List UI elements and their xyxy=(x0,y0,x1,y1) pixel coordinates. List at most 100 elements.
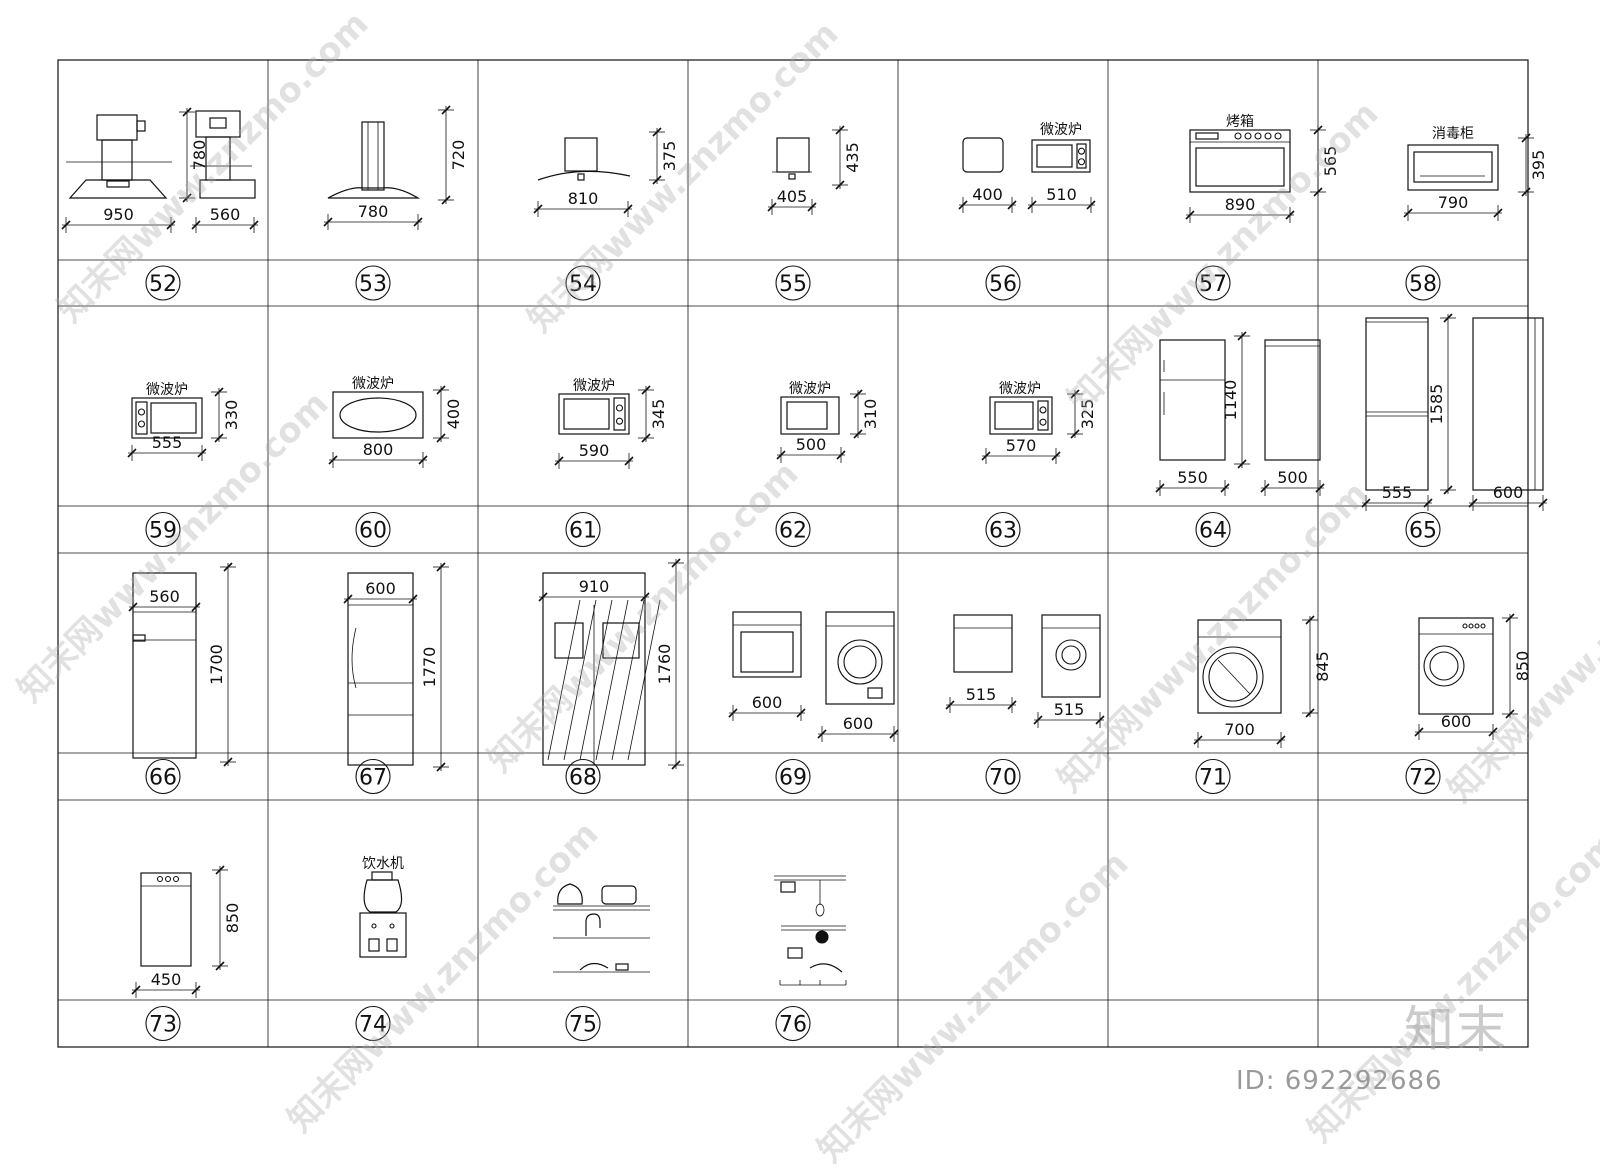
dimension-tick xyxy=(1237,459,1247,469)
knob-icon xyxy=(172,875,180,883)
appliance-number: 58 xyxy=(1409,272,1437,297)
pot-icon xyxy=(601,885,637,905)
hood-motor xyxy=(96,114,138,141)
appliance-number: 74 xyxy=(359,1013,387,1038)
dimension-tick xyxy=(223,757,233,767)
dimension-tick xyxy=(131,985,141,995)
dimension-tick xyxy=(215,961,225,971)
dimension-tick xyxy=(436,385,446,395)
water-dispenser xyxy=(554,622,584,659)
knob-icon xyxy=(156,875,164,883)
knob-icon xyxy=(1474,623,1480,629)
washer-drum xyxy=(1423,645,1465,687)
dimension-tick xyxy=(1185,210,1195,220)
appliance-number-55: 55 xyxy=(775,265,811,301)
dimension-tick xyxy=(1423,498,1433,508)
wok-icon xyxy=(809,963,843,973)
dimension-label: 435 xyxy=(843,142,862,173)
cabinet-body xyxy=(1407,144,1499,191)
hood-chimney xyxy=(361,121,385,191)
dimension-tick xyxy=(835,180,845,190)
hood-motor xyxy=(136,120,146,132)
appliance-side xyxy=(962,137,1004,173)
dimension-label: 515 xyxy=(1054,700,1085,719)
number-circle xyxy=(145,758,181,795)
washer-door xyxy=(1208,652,1258,702)
dimension-tick xyxy=(1095,715,1105,725)
dimension-tick xyxy=(767,202,777,212)
dimension-label: 570 xyxy=(1006,436,1037,455)
appliance-number-62: 62 xyxy=(775,511,811,548)
dimension-tick xyxy=(641,433,651,443)
hood-light xyxy=(577,173,585,181)
appliance-number: 62 xyxy=(779,519,807,544)
appliance-number: 53 xyxy=(359,272,387,297)
knob-icon xyxy=(615,417,624,425)
hood-canopy xyxy=(68,179,168,199)
dimension-tick xyxy=(441,105,451,115)
dimension-tick xyxy=(623,204,633,214)
dimension-tick xyxy=(1220,483,1230,493)
appliance-number-76: 76 xyxy=(775,1005,811,1042)
hood-chimney xyxy=(564,137,598,172)
washer-body xyxy=(825,611,895,705)
dimension-label: 565 xyxy=(1321,146,1340,177)
knob-icon xyxy=(137,408,146,416)
dimension-tick xyxy=(197,448,207,458)
dimension-tick xyxy=(554,456,564,466)
appliance-cell-74: 饮水机 xyxy=(359,856,407,958)
washer-body xyxy=(1418,617,1494,715)
microwave-window xyxy=(1036,144,1073,168)
dimension-tick xyxy=(853,429,863,439)
dimension-tick xyxy=(853,389,863,399)
dimension-tick xyxy=(945,700,955,710)
fridge-body xyxy=(1365,317,1429,491)
appliance-cell-76 xyxy=(774,875,847,986)
fridge-handle xyxy=(132,634,146,642)
detail-line xyxy=(627,599,661,761)
dimension-tick xyxy=(1414,727,1424,737)
appliance-title: 微波炉 xyxy=(146,382,188,398)
number-circle xyxy=(775,1005,811,1042)
tap-icon xyxy=(371,923,377,929)
washer-door xyxy=(843,645,877,679)
appliance-number-75: 75 xyxy=(565,1005,601,1042)
knob-icon xyxy=(1254,132,1262,140)
dimension-label: 600 xyxy=(752,693,783,712)
fridge-handle xyxy=(351,627,357,689)
dimension-tick xyxy=(191,602,201,612)
appliance-number: 73 xyxy=(149,1013,177,1038)
control-panel xyxy=(1076,143,1087,169)
appliance-number-54: 54 xyxy=(565,265,601,301)
appliance-number-73: 73 xyxy=(145,1005,181,1042)
oven-window xyxy=(1195,147,1285,187)
appliance-title: 微波炉 xyxy=(573,378,615,394)
dimension-tick xyxy=(408,594,418,604)
dimension-label: 515 xyxy=(966,685,997,704)
dimension-tick xyxy=(1007,200,1017,210)
dimension-tick xyxy=(1521,187,1531,197)
detail-line xyxy=(611,599,645,761)
number-circle xyxy=(1195,511,1231,548)
hood-light xyxy=(106,180,130,188)
number-circle xyxy=(145,265,181,301)
knob-icon xyxy=(615,404,624,412)
appliance-number: 61 xyxy=(569,519,597,544)
appliance-number-69: 69 xyxy=(775,758,811,795)
pan-icon xyxy=(579,962,609,971)
appliance-cell-70: 515 515 xyxy=(945,614,1105,728)
oven-display xyxy=(1195,132,1219,140)
appliance-number: 75 xyxy=(569,1013,597,1038)
microwave-body xyxy=(558,393,630,435)
dimension-tick xyxy=(728,708,738,718)
number-circle xyxy=(565,265,601,301)
dimension-tick xyxy=(1488,727,1498,737)
faucet-icon xyxy=(585,913,601,936)
dimension-tick xyxy=(1285,210,1295,220)
